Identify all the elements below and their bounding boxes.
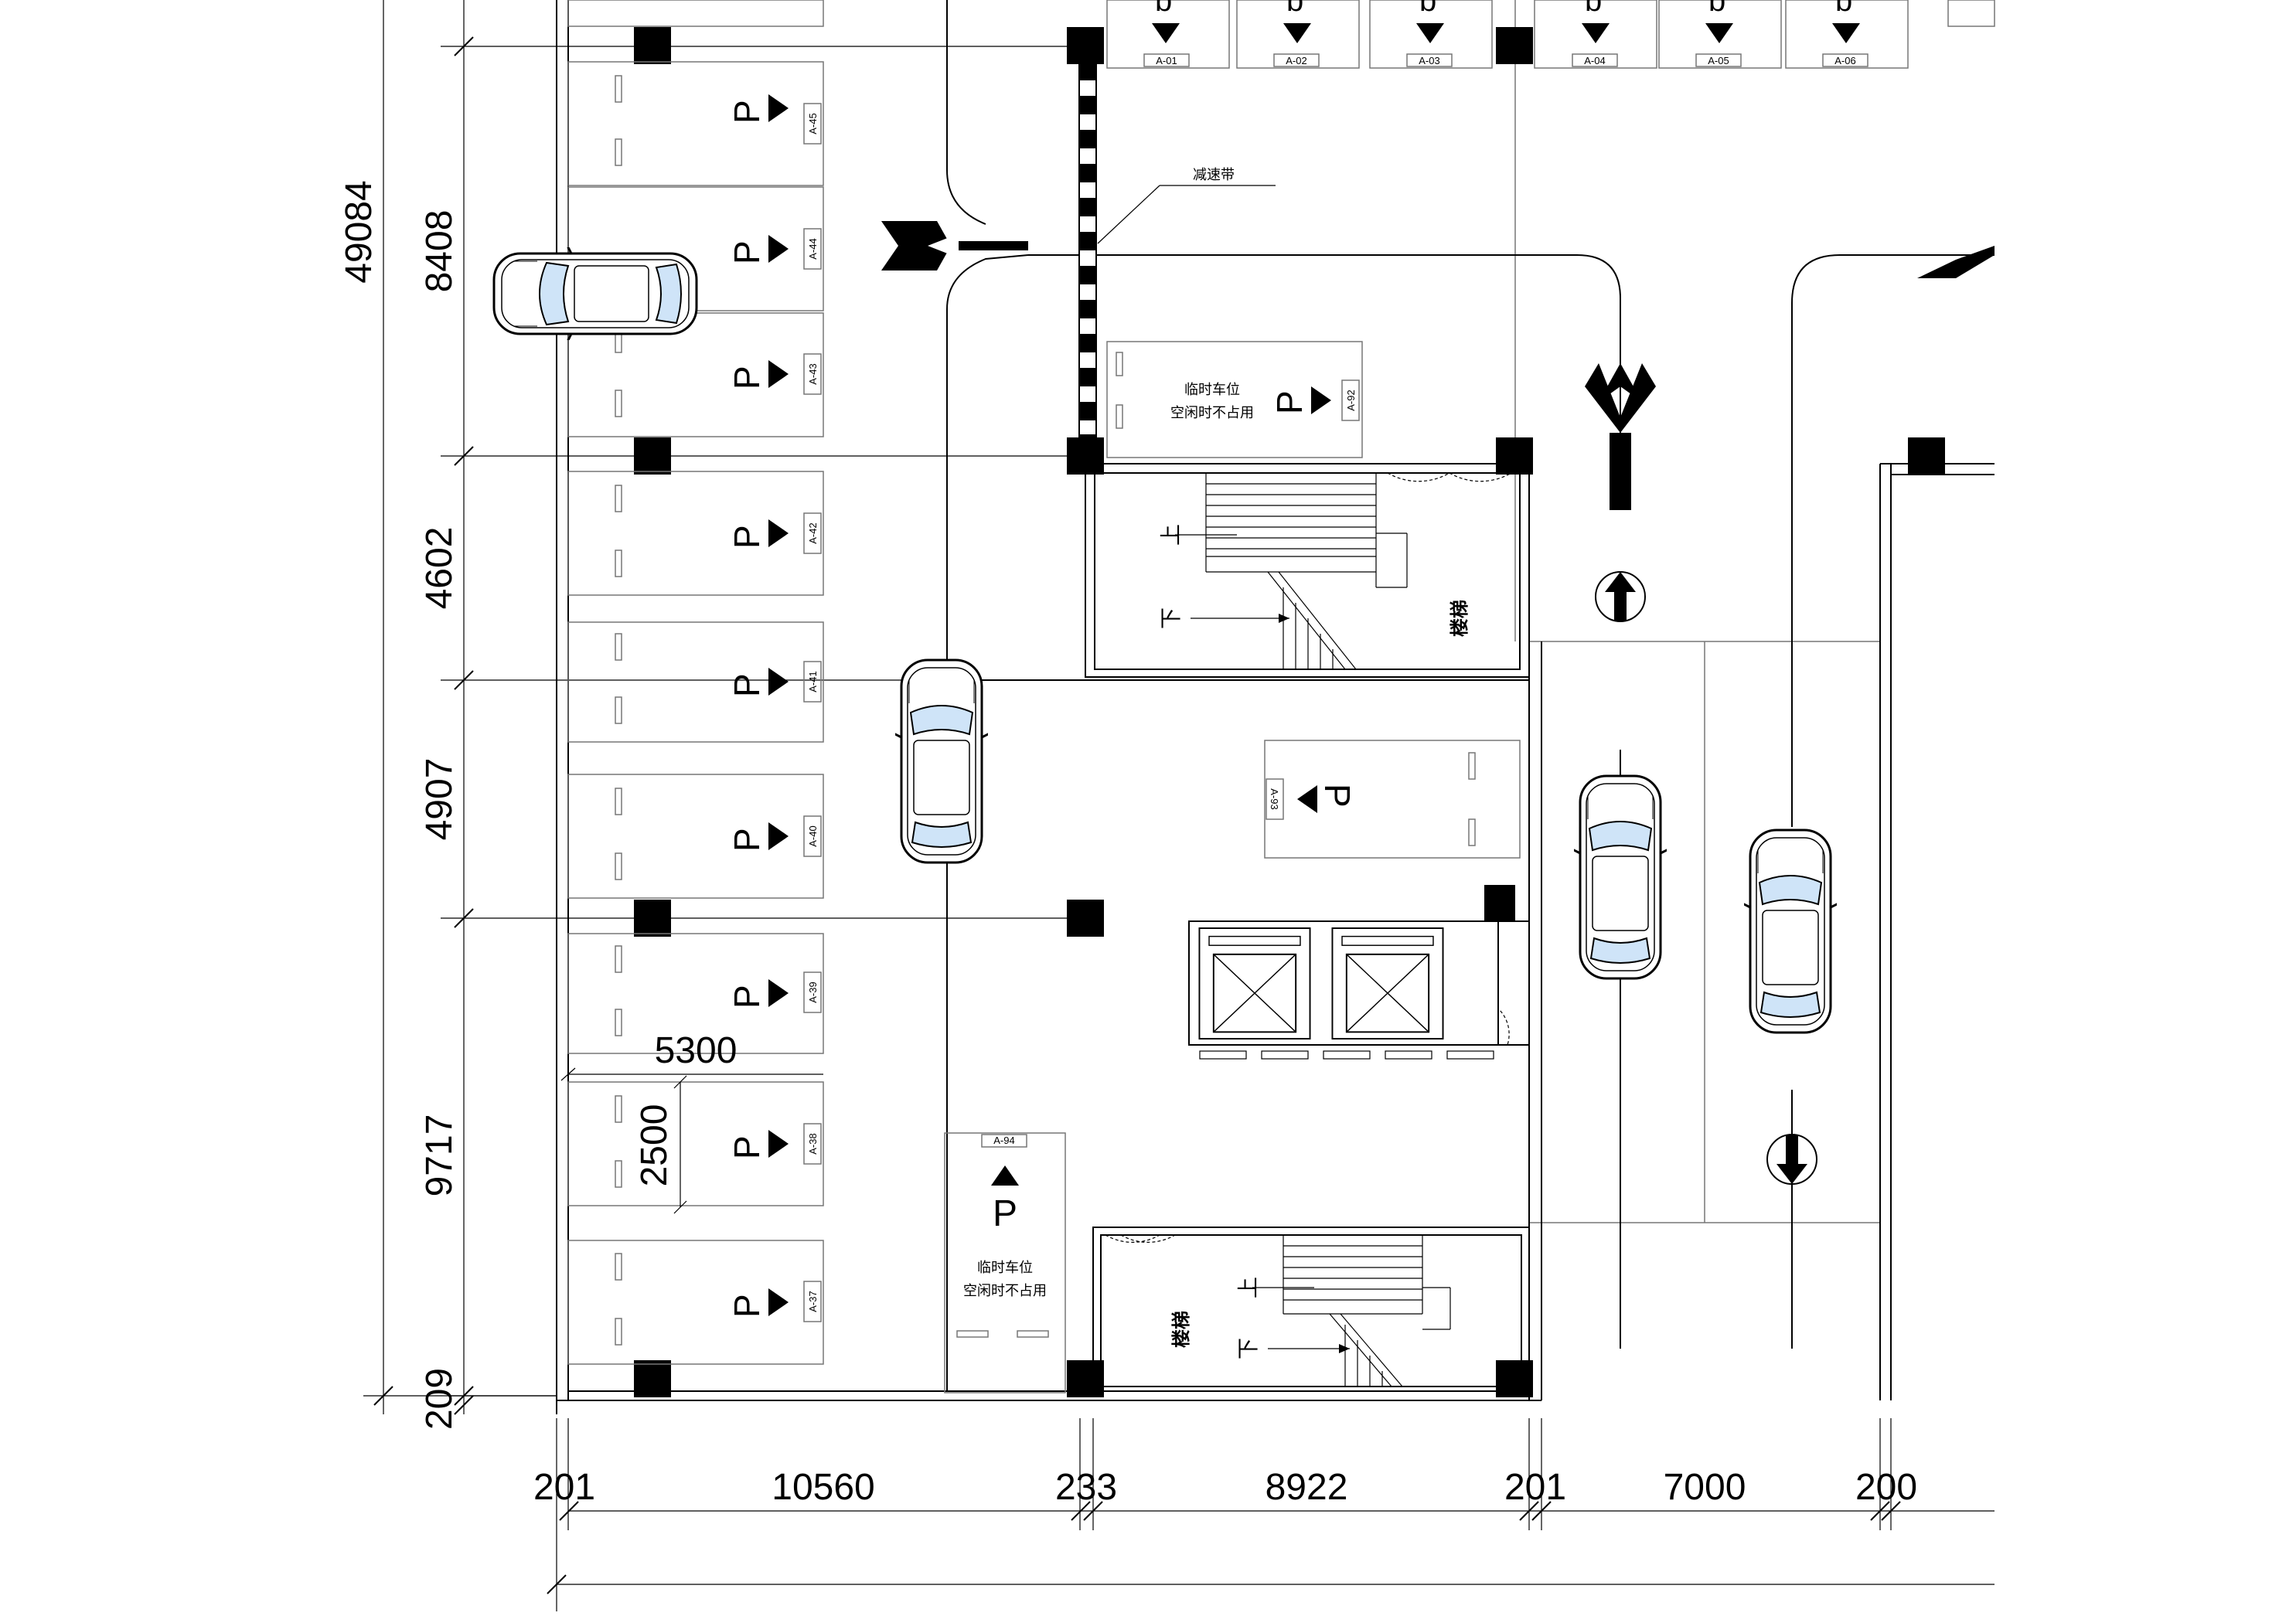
temp-stall-a93: P [1264, 740, 1521, 859]
stall-tag-a03: A-03 [1419, 55, 1439, 66]
svg-text:P: P [1269, 390, 1310, 414]
svg-text:b: b [1585, 0, 1602, 18]
svg-text:P: P [1317, 784, 1358, 808]
top-parking-signs: b b b b b b [1152, 0, 1860, 43]
temp-spot-a92-line1: 临时车位 [1184, 382, 1240, 397]
dim-row-2: 4602 [419, 527, 460, 610]
bottom-dimension-lines [556, 1418, 1995, 1611]
top-stall-tags [1143, 53, 1868, 67]
dim-row-5: 209 [419, 1368, 460, 1430]
structural-columns [634, 27, 1945, 1397]
dim-bottom-3: 233 [1055, 1467, 1117, 1508]
speed-bump [1078, 46, 1276, 457]
left-fork-arrow [881, 221, 1028, 270]
left-parking-signs: P P P P P P P P P [727, 94, 789, 1318]
lower-stair-down: 下 [1236, 1338, 1260, 1359]
car-icon [1744, 829, 1837, 1034]
stall-tag-a92: A-92 [1345, 390, 1357, 410]
upper-stairwell [1085, 463, 1530, 678]
upper-stair-down: 下 [1159, 607, 1183, 629]
stall-p-symbol: P [727, 240, 767, 264]
dim-bottom-1: 201 [533, 1467, 595, 1508]
left-stall-boxes [567, 0, 824, 1365]
dim-overall-height: 49084 [339, 180, 380, 283]
left-stall-tags [803, 103, 822, 1322]
stall-tag-a38: A-38 [807, 1133, 819, 1154]
right-edge-arrow [1917, 246, 1995, 278]
upper-stair-up: 上 [1159, 524, 1183, 546]
elevator-shaft-1 [1198, 927, 1311, 1039]
top-stall-boxes [1106, 0, 1995, 69]
stall-tag-a01: A-01 [1156, 55, 1177, 66]
temp-spot-a94-line2: 空闲时不占用 [963, 1283, 1047, 1298]
dim-bottom-7: 200 [1855, 1467, 1917, 1508]
stall-p-symbol: P [727, 828, 767, 852]
stall-tag-a93: A-93 [1269, 788, 1280, 809]
dim-bottom-2: 10560 [772, 1467, 874, 1508]
stall-tag-a06: A-06 [1834, 55, 1855, 66]
bottom-dim-ticks [547, 1501, 1901, 1594]
svg-text:b: b [1835, 0, 1852, 18]
temp-stall-a94-letter: P [993, 1193, 1017, 1234]
temp-stall-a92: P [1106, 341, 1363, 458]
stall-p-symbol: P [727, 1294, 767, 1318]
elevator-core [1188, 920, 1529, 1060]
stall-p-symbol: P [727, 525, 767, 549]
stall-tag-a39: A-39 [807, 982, 819, 1002]
wheel-stops [615, 75, 622, 1346]
svg-text:b: b [1419, 0, 1436, 18]
stall-tag-a05: A-05 [1708, 55, 1729, 66]
svg-text:b: b [1286, 0, 1303, 18]
up-arrow-circle [1595, 571, 1646, 622]
stall-p-symbol: P [727, 366, 767, 390]
stall-p-symbol: P [727, 985, 767, 1009]
dim-stall-width: 2500 [634, 1104, 675, 1187]
down-arrow-circle [1766, 1134, 1817, 1185]
lower-stair-label: 楼梯 [1170, 1311, 1192, 1348]
temp-spot-a92-line2: 空闲时不占用 [1170, 405, 1254, 420]
elevator-shaft-2 [1331, 927, 1444, 1039]
car-icon [492, 247, 698, 340]
dim-bottom-4: 8922 [1266, 1467, 1348, 1508]
temp-stall-a94 [944, 1132, 1066, 1393]
vertical-fork-arrow [1585, 363, 1656, 510]
stall-tag-a41: A-41 [807, 671, 819, 692]
stall-tag-a44: A-44 [807, 238, 819, 259]
road-lines [946, 0, 1995, 1391]
car-icon [895, 658, 988, 864]
lower-stairwell [1092, 1227, 1530, 1392]
stall-tag-a02: A-02 [1286, 55, 1306, 66]
car-icon [1574, 774, 1667, 980]
dim-bottom-6: 7000 [1664, 1467, 1746, 1508]
stall-tag-a45: A-45 [807, 113, 819, 134]
stall-p-symbol: P [727, 100, 767, 124]
stall-dimension [560, 1067, 823, 1214]
left-dimension-lines [363, 0, 1090, 1415]
svg-text:b: b [1708, 0, 1725, 18]
dim-bottom-5: 201 [1504, 1467, 1566, 1508]
lower-stair-up: 上 [1236, 1277, 1260, 1298]
stall-p-symbol: P [727, 1135, 767, 1159]
temp-spot-a94-line1: 临时车位 [977, 1260, 1033, 1275]
building-walls [556, 0, 1995, 1414]
dim-row-1: 8408 [419, 210, 460, 293]
upper-stair-label: 楼梯 [1449, 600, 1470, 637]
stall-tag-a94: A-94 [993, 1135, 1014, 1146]
speed-bump-label: 减速带 [1193, 167, 1235, 182]
svg-text:b: b [1155, 0, 1172, 18]
dim-row-4: 9717 [419, 1114, 460, 1197]
dim-stall-length: 5300 [655, 1030, 738, 1071]
stall-tag-a37: A-37 [807, 1291, 819, 1312]
stall-p-symbol: P [727, 673, 767, 697]
dim-row-3: 4907 [419, 758, 460, 841]
stall-tag-a42: A-42 [807, 522, 819, 543]
stall-tag-a40: A-40 [807, 825, 819, 846]
stall-tag-a43: A-43 [807, 363, 819, 384]
stall-tag-a04: A-04 [1584, 55, 1605, 66]
